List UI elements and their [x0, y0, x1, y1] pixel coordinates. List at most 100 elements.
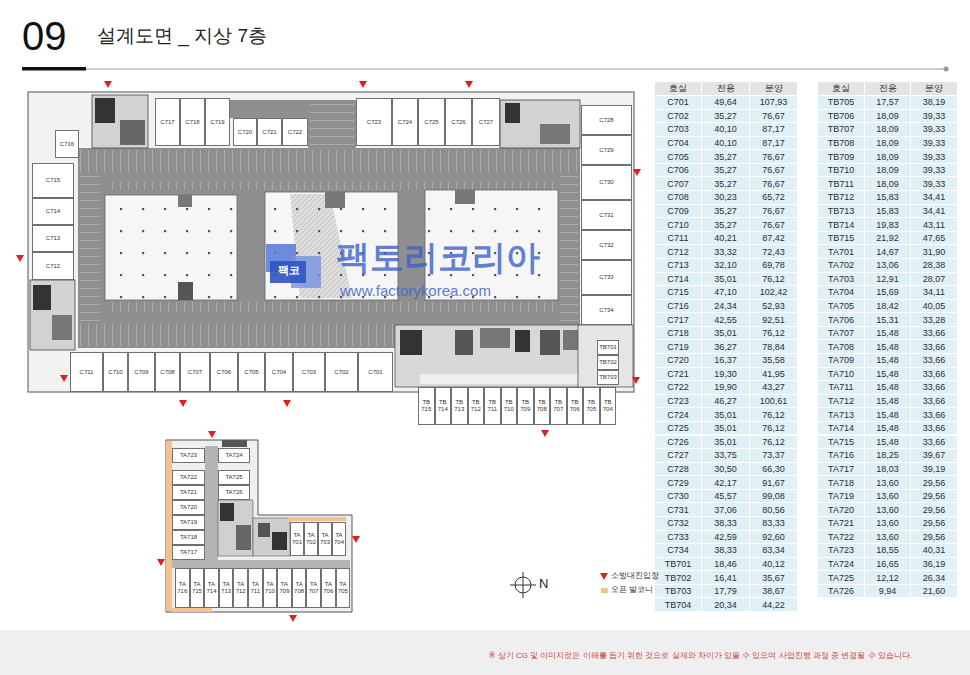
table-cell: 26,34 [911, 571, 958, 585]
room-box: TA719 [172, 515, 205, 530]
room-box: TA 716 [175, 568, 190, 608]
table-cell: TB712 [818, 191, 865, 205]
room-number: TA718 [180, 534, 197, 541]
room-number: C714 [46, 208, 60, 215]
table-cell: TA716 [818, 449, 865, 463]
table-cell: C701 [655, 96, 702, 110]
table-cell: C725 [655, 422, 702, 436]
plan-shape [272, 532, 287, 550]
table-cell: 35,01 [702, 408, 750, 422]
table-cell: C722 [655, 381, 702, 395]
table-cell: 76,12 [750, 408, 798, 422]
table-cell: TB706 [818, 110, 865, 124]
marker-symbol [633, 169, 641, 176]
table-header: 전용 [702, 82, 750, 96]
table-cell: C727 [655, 449, 702, 463]
room-box: C713 [32, 225, 74, 252]
table-cell: 38,67 [750, 585, 798, 599]
plan-shape [105, 195, 237, 300]
room-box: TB 704 [600, 387, 617, 425]
table-cell: C709 [655, 205, 702, 219]
table-cell: 37,06 [702, 503, 750, 517]
room-box: TA 714 [204, 568, 219, 608]
table-cell: 14,67 [865, 245, 911, 259]
table-cell: TA717 [818, 463, 865, 477]
plan-shape [105, 195, 237, 300]
plan-shape [455, 190, 475, 204]
table-cell: 28,38 [911, 259, 958, 273]
marker-symbol [166, 440, 352, 612]
table-cell: 32,10 [702, 259, 750, 273]
room-number: TA720 [180, 504, 197, 511]
table-cell: 15,48 [865, 436, 911, 450]
table-cell: C720 [655, 354, 702, 368]
table-cell: 107,93 [750, 96, 798, 110]
table-cell: C731 [655, 503, 702, 517]
table-cell: C704 [655, 137, 702, 151]
table-cell: 66,30 [750, 463, 798, 477]
room-number: C719 [210, 119, 224, 126]
plan-shape [205, 446, 218, 560]
plan-shape [120, 120, 145, 145]
table-cell: C723 [655, 395, 702, 409]
table-cell: 35,01 [702, 327, 750, 341]
plan-shape [30, 280, 75, 350]
table-cell: 73,37 [750, 449, 798, 463]
room-number: TB703 [599, 374, 617, 381]
marker-symbol [157, 559, 165, 566]
page-title: 설계도면 _ 지상 7층 [97, 25, 267, 47]
table-header: 분양 [911, 82, 958, 96]
table-cell: C729 [655, 476, 702, 490]
table-cell: 102,42 [750, 286, 798, 300]
table-cell: 34,41 [911, 191, 958, 205]
table-cell: TB708 [818, 137, 865, 151]
table-cell: 35,27 [702, 205, 750, 219]
room-box: C724 [392, 98, 418, 146]
table-cell: 39,19 [911, 463, 958, 477]
room-box: TA 705 [336, 568, 351, 608]
table-cell: C708 [655, 191, 702, 205]
table-cell: C703 [655, 123, 702, 137]
table-cell: 38,19 [911, 96, 958, 110]
room-number: TA 701 [291, 532, 303, 545]
table-cell: 39,33 [911, 123, 958, 137]
plan-line [86, 68, 944, 69]
room-box: C704 [265, 352, 293, 392]
table-cell: 29,56 [911, 531, 958, 545]
room-number: C706 [217, 369, 231, 376]
room-box: C718 [180, 98, 205, 146]
table-cell: 13,60 [865, 517, 911, 531]
room-number: TB 710 [502, 399, 517, 412]
table-cell: 69,78 [750, 259, 798, 273]
table-cell: 42,55 [702, 313, 750, 327]
table-cell: 39,67 [911, 449, 958, 463]
plan-shape [560, 172, 578, 324]
room-number: C705 [244, 369, 258, 376]
room-number: C716 [60, 141, 74, 148]
room-box: C717 [155, 98, 180, 146]
plan-shape [480, 328, 510, 348]
plan-shape [33, 285, 51, 310]
table-cell: 40,31 [911, 544, 958, 558]
room-number: TB 705 [584, 399, 599, 412]
table-cell: 35,01 [702, 273, 750, 287]
room-box: C723 [356, 98, 392, 146]
room-number: C728 [599, 117, 613, 124]
table-cell: 33,66 [911, 395, 958, 409]
plan-shape [540, 330, 560, 355]
room-number: TA719 [180, 519, 197, 526]
table-cell: TB704 [655, 598, 702, 612]
room-box: TA720 [172, 500, 205, 515]
watermark: 팩토리코리아 [336, 238, 540, 277]
table-cell: C712 [655, 245, 702, 259]
table-cell: 43,11 [911, 218, 958, 232]
table-cell: C713 [655, 259, 702, 273]
table-cell: 18,25 [865, 449, 911, 463]
room-box: TB 715 [418, 387, 435, 425]
table-cell: 33,66 [911, 381, 958, 395]
room-box: C720 [233, 118, 257, 146]
room-number: C713 [46, 235, 60, 242]
plan-shape [172, 608, 212, 612]
plan-shape [500, 100, 580, 148]
table-cell: C728 [655, 463, 702, 477]
